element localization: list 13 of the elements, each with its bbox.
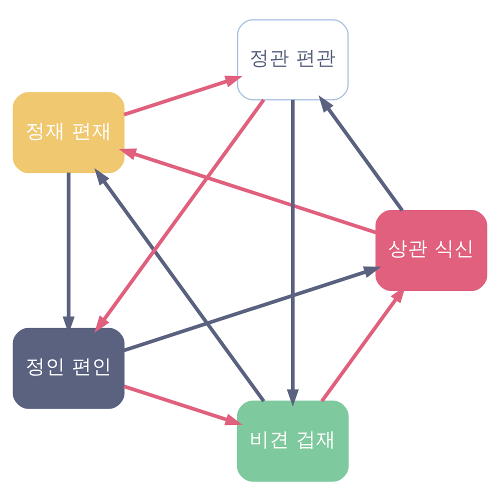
node-box: 정인 편인 (12, 327, 125, 408)
arrow (286, 99, 299, 406)
arrow (124, 384, 243, 425)
node-box: 비견 겁재 (236, 400, 349, 482)
node-box: 정재 편재 (12, 92, 125, 173)
node-box: 정관 편관 (236, 18, 349, 100)
arrow (124, 75, 243, 116)
arrow (124, 266, 382, 352)
arrow (318, 94, 404, 212)
node-box: 상관 식신 (375, 209, 488, 291)
arrow (118, 148, 376, 234)
arrow (94, 168, 266, 402)
arrow (94, 98, 266, 332)
